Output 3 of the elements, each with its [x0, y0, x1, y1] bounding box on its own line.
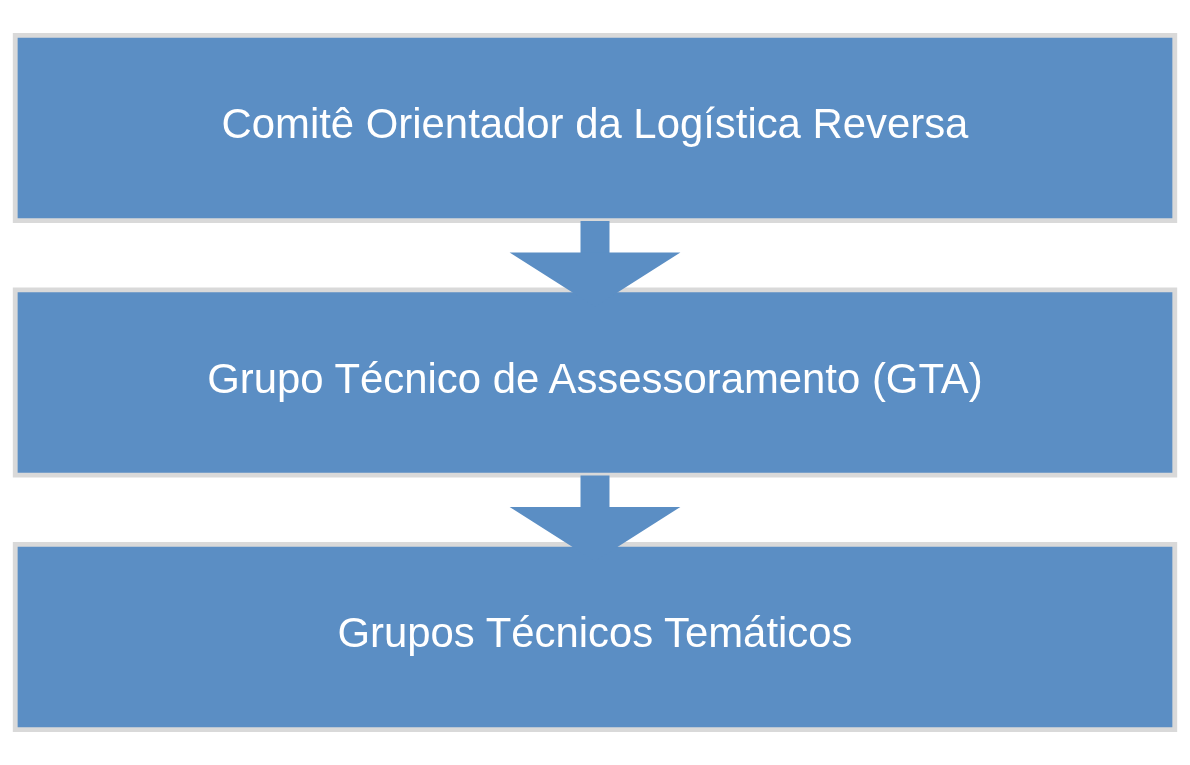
node-box: Grupo Técnico de Assessoramento (GTA) [12, 287, 1178, 478]
node-box: Grupos Técnicos Temáticos [12, 541, 1178, 732]
node-box: Comitê Orientador da Logística Reversa [12, 33, 1178, 224]
